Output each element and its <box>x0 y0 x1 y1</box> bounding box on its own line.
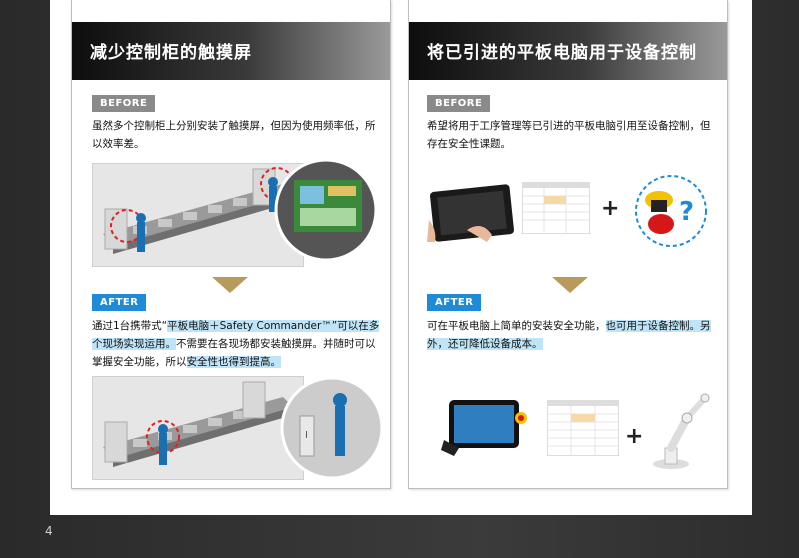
right-panel-header: 将已引进的平板电脑用于设备控制 <box>409 22 727 80</box>
robot-arm-image <box>653 393 710 469</box>
right-after-text-1: 可在平板电脑上简单的安装安全功能， <box>427 320 606 332</box>
spreadsheet-screenshot <box>522 182 590 234</box>
right-after-plus: + <box>625 424 644 449</box>
right-panel-title: 将已引进的平板电脑用于设备控制 <box>427 43 697 63</box>
right-after-tag: AFTER <box>427 294 482 311</box>
left-panel: 减少控制柜的触摸屏 BEFORE 虽然多个控制柜上分别安装了触摸屏，但因为使用频… <box>71 0 391 489</box>
factory-tablet-illustration <box>93 377 303 479</box>
left-after-text: 通过1台携带式“平板电脑＋Safety Commander™”可以在多个现场实现… <box>92 317 382 371</box>
left-pillar-label: Ⅰ <box>305 430 308 441</box>
question-mark-icon: ? <box>679 197 694 227</box>
document-page: 减少控制柜的触摸屏 BEFORE 虽然多个控制柜上分别安装了触摸屏，但因为使用频… <box>50 0 752 515</box>
emergency-stop-image: ? <box>635 175 707 247</box>
right-after-text: 可在平板电脑上简单的安装安全功能，也可用于设备控制。另外，还可降低设备成本。 <box>427 317 717 353</box>
left-panel-header: 减少控制柜的触摸屏 <box>72 22 390 80</box>
right-before-tag: BEFORE <box>427 95 491 112</box>
right-panel: 将已引进的平板电脑用于设备控制 BEFORE 希望将用于工序管理等已引进的平板电… <box>408 0 728 489</box>
page-number: 4 <box>45 524 53 538</box>
tablet-with-estop-image <box>441 400 527 456</box>
left-down-arrow <box>212 277 248 293</box>
left-after-text-2: 不需要在各现场都安装触摸屏。并随时可以掌握安全功能，所以 <box>92 338 376 368</box>
right-before-plus: + <box>601 196 620 221</box>
left-after-illustration <box>92 376 304 480</box>
left-after-tag: AFTER <box>92 294 147 311</box>
left-after-text-1: 通过1台携带式“ <box>92 320 168 332</box>
left-after-highlight-2: 安全性也得到提高。 <box>186 356 281 368</box>
factory-conveyor-illustration <box>93 164 303 266</box>
tablet-zoom-circle: Ⅰ <box>280 376 384 480</box>
left-before-text: 虽然多个控制柜上分别安装了触摸屏，但因为使用频率低，所以效率差。 <box>92 120 376 150</box>
touchscreen-zoom-circle <box>274 158 378 262</box>
spreadsheet-screenshot-2 <box>547 400 619 456</box>
left-panel-title: 减少控制柜的触摸屏 <box>90 43 252 63</box>
right-down-arrow <box>552 277 588 293</box>
right-before-text: 希望将用于工序管理等已引进的平板电脑引用至设备控制，但存在安全性课题。 <box>427 120 711 150</box>
left-before-illustration <box>92 163 304 267</box>
left-before-tag: BEFORE <box>92 95 156 112</box>
tablet-hand-image <box>427 184 514 242</box>
